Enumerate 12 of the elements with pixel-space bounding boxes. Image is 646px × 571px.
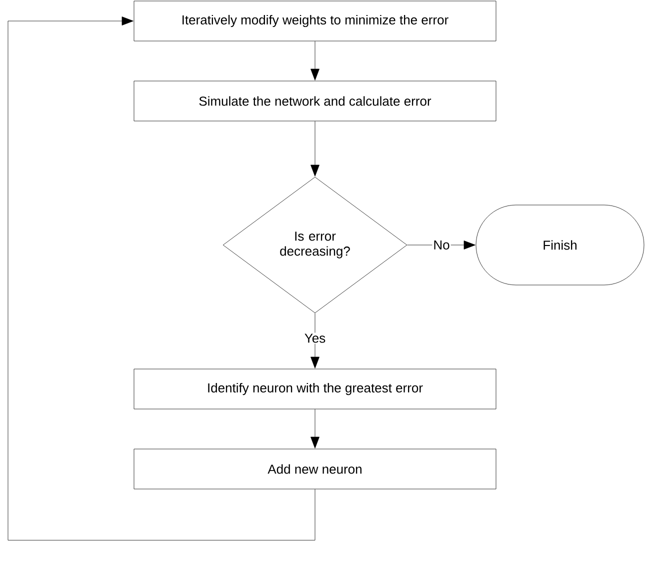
process-box: Add new neuron — [134, 448, 496, 490]
arrow — [407, 240, 476, 250]
process-box: Identify neuron with the greatest error — [134, 368, 496, 410]
process-box: Simulate the network and calculate error — [134, 80, 496, 122]
arrow — [8, 16, 316, 540]
process-box: Iteratively modify weights to minimize the error — [134, 0, 496, 42]
arrow — [310, 41, 320, 80]
arrow — [310, 121, 320, 176]
arrow — [310, 409, 320, 448]
edge-label: Yes — [303, 332, 327, 344]
arrow — [310, 313, 320, 368]
edge-label: No — [432, 239, 451, 251]
